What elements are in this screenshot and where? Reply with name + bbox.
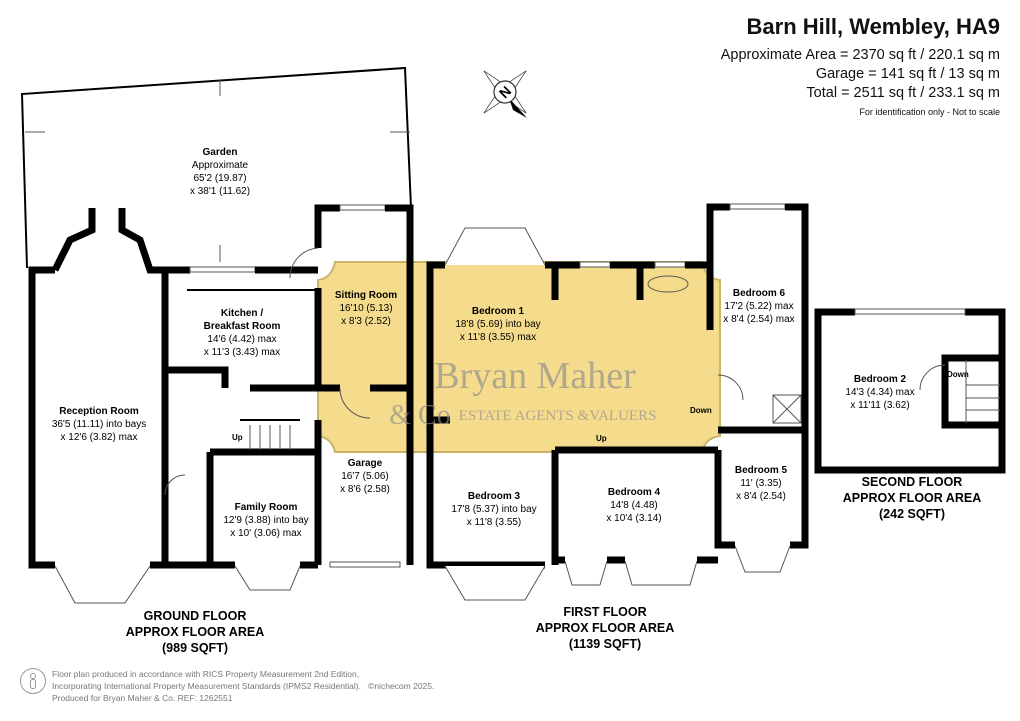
second-floor-label: SECOND FLOOR (862, 475, 963, 489)
room-dim: 18'8 (5.69) into bay (455, 319, 540, 330)
room-dim: 12'9 (3.88) into bay (223, 515, 308, 526)
stairs-down-label: Down (690, 406, 712, 415)
watermark-name: Bryan Maher (434, 355, 636, 397)
first-floor-area: (1139 SQFT) (569, 637, 641, 651)
room-dim: x 11'8 (3.55) max (460, 332, 536, 343)
copyright: ©nichecom 2025. (368, 681, 435, 691)
footer-line: Produced for Bryan Maher & Co. REF: 1262… (52, 693, 233, 703)
footer: Floor plan produced in accordance with R… (20, 668, 434, 704)
room-name: Garage (348, 458, 383, 469)
watermark-logo: Bryan Maher & Co ESTATE AGENTS &VALUERS (389, 355, 656, 431)
first-floor-label: APPROX FLOOR AREA (536, 621, 674, 635)
ground-floor-plan: Up (28, 204, 414, 604)
ground-floor-label: APPROX FLOOR AREA (126, 625, 264, 639)
room-name: Reception Room (59, 406, 139, 417)
room-dim: 14'8 (4.48) (610, 500, 658, 511)
garden-name: Garden (202, 147, 237, 158)
watermark-tagline: ESTATE AGENTS &VALUERS (459, 408, 657, 424)
stairs-up-label: Up (596, 434, 607, 443)
room-dim: x 8'4 (2.54) (736, 491, 786, 502)
room-name: Bedroom 6 (733, 288, 786, 299)
first-floor-plan: Down Up (426, 203, 809, 601)
property-title: Barn Hill, Wembley, HA9 (746, 14, 1000, 39)
second-floor-plan: Down Bedroom 2 14'3 (4.34) max x 11'11 (… (814, 308, 1006, 474)
room-dim: 16'7 (5.06) (341, 471, 389, 482)
stairs-up-label: Up (232, 433, 243, 442)
room-dim: 14'3 (4.34) max (845, 387, 914, 398)
second-floor-label: APPROX FLOOR AREA (843, 491, 981, 505)
room-dim: x 11'3 (3.43) max (204, 347, 280, 358)
room-dim: x 10' (3.06) max (230, 528, 301, 539)
room-dim: 14'6 (4.42) max (207, 334, 276, 345)
header: Barn Hill, Wembley, HA9 Approximate Area… (721, 14, 1000, 117)
room-dim: 17'8 (5.37) into bay (451, 504, 536, 515)
ground-floor-label: GROUND FLOOR (144, 609, 247, 623)
room-dim: x 11'11 (3.62) (850, 400, 909, 411)
stairs-down-label: Down (947, 370, 969, 379)
room-dim: 17'2 (5.22) max (724, 301, 793, 312)
area-line: Garage = 141 sq ft / 13 sq m (815, 66, 1000, 82)
room-dim: x 8'4 (2.54) max (723, 314, 794, 325)
person-icon (20, 668, 46, 694)
area-line: Approximate Area = 2370 sq ft / 220.1 sq… (720, 47, 1000, 63)
garden-dim: x 38'1 (11.62) (190, 186, 250, 197)
room-dim: x 8'3 (2.52) (341, 316, 391, 327)
watermark-name: & Co (389, 400, 450, 431)
garden: Garden Approximate 65'2 (19.87) x 38'1 (… (20, 66, 412, 269)
room-name: Bedroom 5 (735, 465, 788, 476)
first-floor-labels: Bedroom 1 18'8 (5.69) into bay x 11'8 (3… (451, 288, 794, 528)
compass-icon: N (483, 70, 527, 118)
garden-dim: Approximate (192, 160, 249, 171)
ground-floor-area: (989 SQFT) (162, 641, 228, 655)
second-floor-area: (242 SQFT) (879, 507, 945, 521)
room-name: Bedroom 4 (608, 487, 661, 498)
area-line: Total = 2511 sq ft / 233.1 sq m (806, 85, 1000, 101)
ground-floor-labels: Kitchen / Breakfast Room 14'6 (4.42) max… (52, 290, 397, 539)
garden-dim: 65'2 (19.87) (193, 173, 246, 184)
disclaimer: For identification only - Not to scale (859, 107, 1000, 117)
room-name: Bedroom 2 (854, 374, 907, 385)
room-dim: 11' (3.35) (740, 478, 781, 489)
room-dim: x 10'4 (3.14) (606, 513, 661, 524)
floor-area-labels: GROUND FLOOR APPROX FLOOR AREA (989 SQFT… (126, 475, 981, 655)
room-name: Sitting Room (335, 290, 397, 301)
room-dim: 16'10 (5.13) (339, 303, 392, 314)
room-dim: x 8'6 (2.58) (340, 484, 390, 495)
room-name: Breakfast Room (204, 321, 281, 332)
room-dim: 36'5 (11.11) into bays (52, 419, 146, 430)
room-dim: x 12'6 (3.82) max (61, 432, 138, 443)
footer-line: Floor plan produced in accordance with R… (52, 669, 360, 679)
footer-line: Incorporating International Property Mea… (52, 681, 361, 691)
room-dim: x 11'8 (3.55) (467, 517, 522, 528)
first-floor-label: FIRST FLOOR (563, 605, 646, 619)
room-name: Family Room (235, 502, 298, 513)
room-name: Bedroom 3 (468, 491, 521, 502)
room-name: Bedroom 1 (472, 306, 525, 317)
room-name: Kitchen / (221, 308, 263, 319)
